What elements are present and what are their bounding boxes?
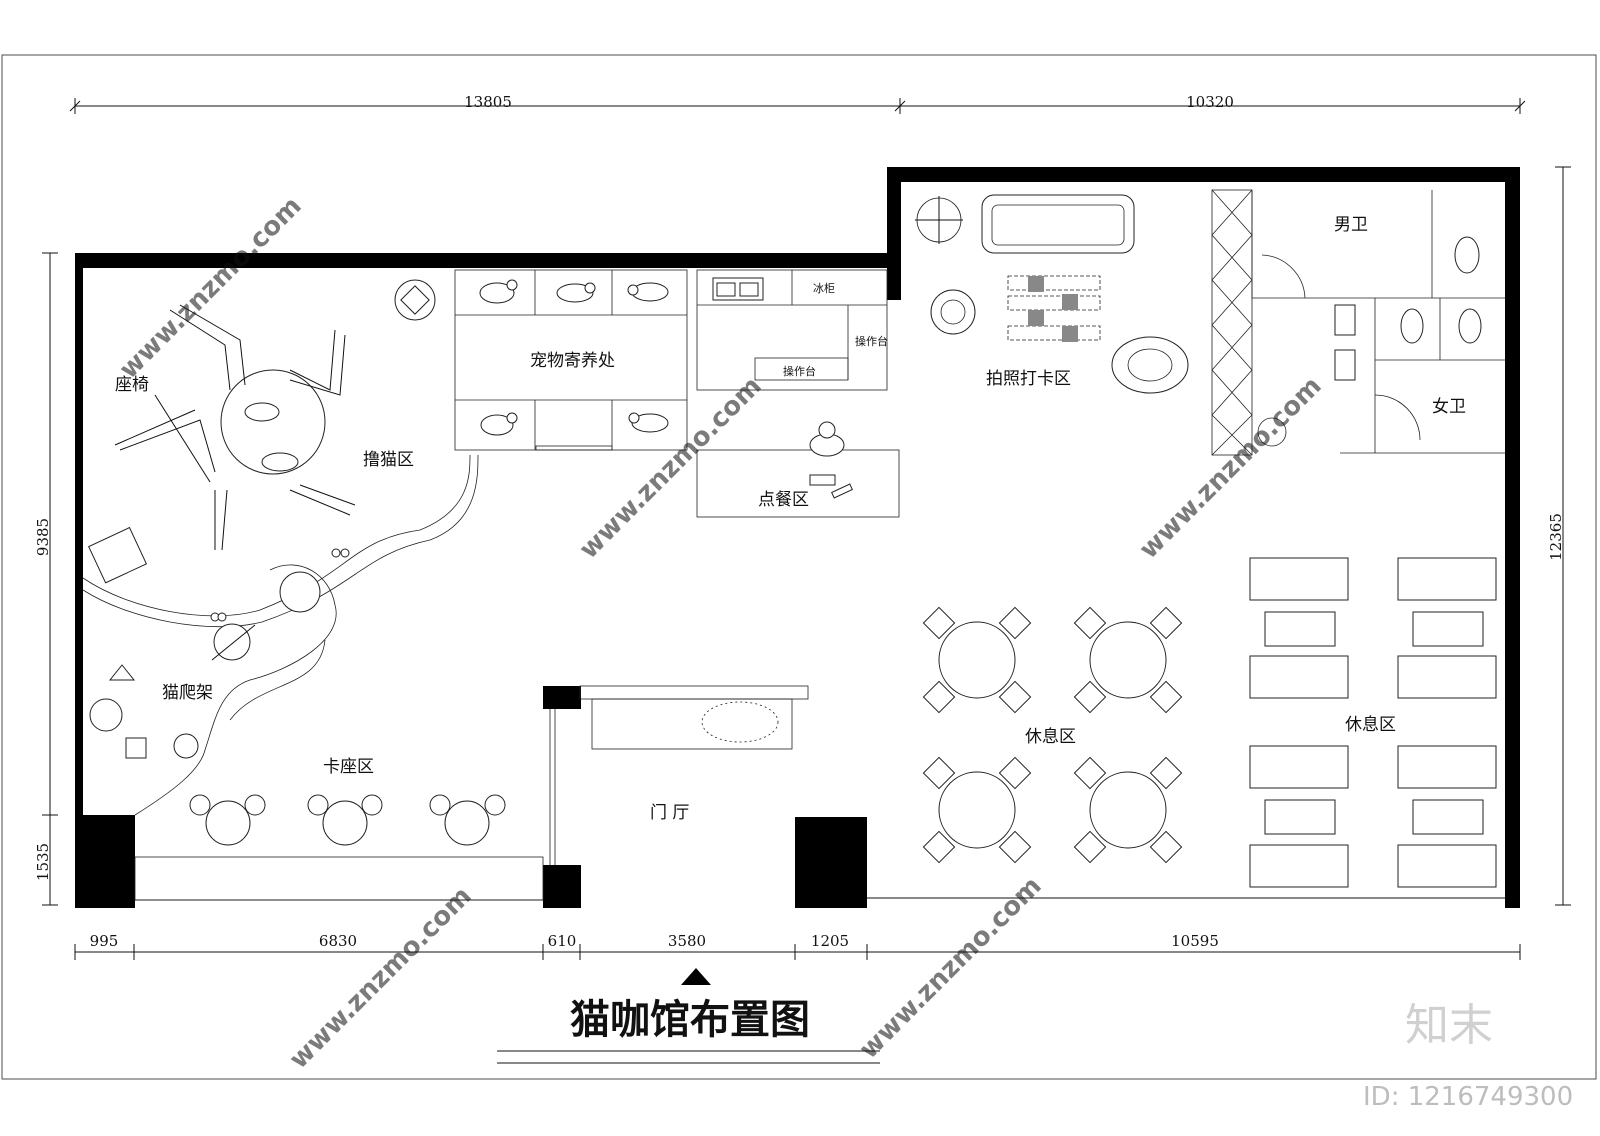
booth-table-1 (189, 794, 266, 846)
sofa (981, 194, 1135, 254)
cat-icon (480, 412, 518, 436)
cat-bed-round (220, 369, 326, 475)
dimension-lines (42, 98, 1571, 960)
image-id: ID: 1216749300 (1363, 1082, 1573, 1112)
cat-icon (479, 279, 518, 304)
label-seating: 座椅 (115, 375, 149, 395)
cat-bed-icon (394, 279, 436, 321)
cash-register-icon (809, 474, 853, 499)
label-pet-boarding: 宠物寄养处 (530, 351, 615, 371)
round-table-3 (922, 756, 1032, 864)
watermark-text: www.znzmo.com (1134, 371, 1328, 565)
label-ordering: 点餐区 (758, 490, 809, 510)
dim-top-right: 10320 (1186, 93, 1234, 111)
kitchen (696, 269, 900, 518)
toilet-icon (1454, 236, 1480, 274)
restrooms (1211, 189, 1505, 456)
dim-left-upper: 9385 (34, 518, 52, 556)
cat-icon (628, 412, 669, 433)
photo-area (915, 194, 1189, 394)
dim-top-left: 13805 (464, 93, 512, 111)
round-pouf (930, 289, 976, 335)
watermark-text: www.znzmo.com (284, 881, 478, 1075)
label-womens-wc: 女卫 (1432, 397, 1466, 417)
sink-icon (1334, 349, 1356, 381)
label-foyer: 门 厅 (650, 803, 689, 823)
dim-bottom-4: 3580 (668, 932, 706, 950)
booth-seats (134, 794, 544, 901)
sheet-border (1, 54, 1597, 1080)
flower-icon (915, 196, 963, 244)
watermark-text: www.znzmo.com (854, 871, 1048, 1065)
label-petting: 撸猫区 (363, 450, 414, 470)
walls (75, 167, 1520, 908)
round-table-2 (1073, 606, 1183, 714)
toilet-icon (1458, 308, 1482, 344)
sink-icon (1334, 304, 1356, 336)
dim-right: 12365 (1547, 513, 1565, 561)
pet-boarding-room (454, 269, 688, 451)
label-booth: 卡座区 (323, 757, 374, 777)
booth-table-2 (307, 794, 383, 846)
plant-bed (701, 701, 779, 743)
dim-bottom-1: 995 (90, 932, 119, 950)
seating-chairs (114, 304, 356, 551)
label-cat-tree: 猫爬架 (162, 683, 213, 703)
label-counter-1: 操作台 (855, 334, 888, 348)
lounge-sofa-sets (1249, 557, 1497, 888)
dim-bottom-2: 6830 (319, 932, 357, 950)
dim-left-lower: 1535 (34, 843, 52, 881)
drawing-title: 猫咖馆布置图 (570, 997, 810, 1043)
booth-table-3 (429, 794, 506, 846)
cat-mat (88, 526, 148, 584)
sink-icon (712, 277, 764, 301)
entrance-arrow-icon (681, 968, 711, 985)
lounge-round-tables (922, 606, 1183, 864)
watermark-text: www.znzmo.com (114, 191, 308, 385)
label-counter-2: 操作台 (783, 364, 816, 378)
cat-icon (244, 402, 299, 472)
cat-tree (89, 548, 350, 816)
label-freezer: 冰柜 (813, 282, 835, 295)
label-lounge-1: 休息区 (1025, 727, 1076, 747)
round-table-4 (1073, 756, 1183, 864)
plant-icon (1257, 417, 1287, 447)
round-table-1 (922, 606, 1032, 714)
dim-bottom-5: 1205 (811, 932, 849, 950)
cat-icon (556, 282, 596, 303)
label-mens-wc: 男卫 (1334, 215, 1368, 235)
toilet-icon (1400, 308, 1424, 344)
rattan-chair-icon (1111, 336, 1189, 394)
label-lounge-2: 休息区 (1345, 715, 1396, 735)
staff-person-icon (809, 421, 845, 457)
dim-bottom-6: 10595 (1171, 932, 1219, 950)
brand-logo: 知末 (1405, 1000, 1493, 1051)
foyer (549, 685, 809, 865)
label-photo: 拍照打卡区 (986, 369, 1071, 389)
cat-icon (627, 282, 669, 302)
dim-bottom-3: 610 (548, 932, 577, 950)
petting-area (82, 279, 479, 628)
